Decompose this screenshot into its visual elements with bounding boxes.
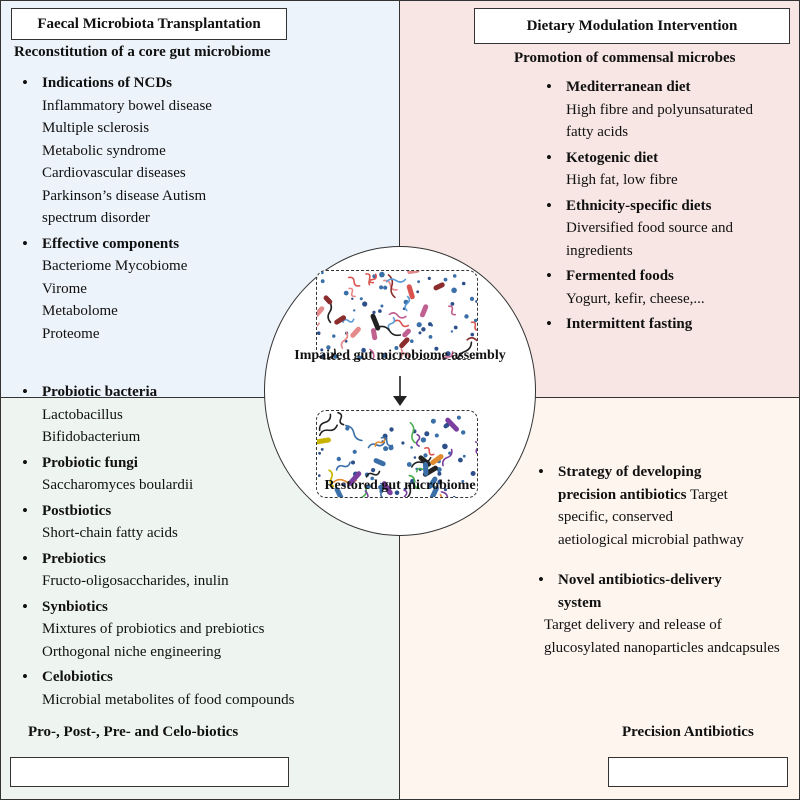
item-label: system [558, 594, 602, 611]
item-text: glucosylated nanoparticles andcapsules [544, 639, 780, 656]
restored-caption: Restored gut microbiome [324, 478, 476, 493]
dietary-heading: Promotion of commensal microbes [514, 50, 736, 66]
item-text: Target delivery and release of [544, 617, 722, 633]
item-label: Synbiotics [42, 598, 108, 615]
biotics-footer: Pro-, Post-, Pre- and Celo-biotics [28, 724, 239, 740]
item-text: specific, conserved [558, 509, 673, 525]
impaired-microbiome-image [316, 270, 478, 360]
list-item: Strategy of developing precision antibio… [532, 461, 800, 551]
list-item: Probiotic bacteriaLactobacillusBifidobac… [16, 381, 336, 449]
item-label: Fermented foods [566, 268, 674, 284]
item-text: Cardiovascular diseases [42, 165, 186, 181]
item-label: Effective components [42, 235, 180, 252]
item-label: Postbiotics [42, 502, 112, 519]
item-text: Multiple sclerosis [42, 120, 150, 136]
item-text: Metabolome [42, 303, 118, 319]
item-text: Parkinson’s disease Autism [42, 187, 207, 204]
item-text: High fibre and polyunsaturated [566, 101, 754, 118]
item-text: Inflammatory bowel disease [42, 97, 212, 114]
fmt-heading: Reconstitution of a core gut microbiome [14, 44, 271, 60]
item-label: Mediterranean diet [566, 79, 691, 95]
arrow-down-icon [393, 376, 407, 406]
item-text: Bacteriome Mycobiome [42, 258, 188, 274]
item-text: fatty acids [566, 124, 629, 140]
item-text: Lactobacillus [42, 406, 123, 423]
item-label: Probiotic fungi [42, 454, 138, 471]
list-item: Novel antibiotics-delivery system Target… [532, 569, 800, 659]
item-text: Proteome [42, 325, 100, 342]
item-text: High fat, low fibre [566, 172, 678, 188]
item-text: Microbial metabolites of food compounds [42, 691, 295, 708]
fmt-title: Faecal Microbiota Transplantation [11, 8, 287, 40]
item-text: Diversified food source and [566, 220, 734, 236]
item-text: Orthogonal niche engineering [42, 643, 222, 660]
item-label: Prebiotics [42, 550, 106, 567]
item-label: Celobiotics [42, 669, 113, 685]
item-label: Novel antibiotics-delivery [558, 572, 722, 588]
impaired-microbiome-illustration [317, 271, 477, 359]
biotics-list: Probiotic bacteriaLactobacillusBifidobac… [16, 381, 336, 714]
item-text: Mixtures of probiotics and prebiotics [42, 621, 265, 637]
item-text: Yogurt, kefir, cheese,... [566, 290, 705, 307]
item-label: Intermittent fasting [566, 316, 693, 332]
item-text: Fructo-oligosaccharides, inulin [42, 573, 229, 589]
item-text: ingredients [566, 242, 633, 259]
antibiotics-footer: Precision Antibiotics [622, 724, 754, 740]
impaired-caption: Impaired gut microbiome assembly [294, 348, 506, 363]
item-text: Virome [42, 280, 87, 297]
item-text: Metabolic syndrome [42, 142, 166, 159]
item-label: Strategy of developing [558, 464, 702, 480]
item-label: Probiotic bacteria [42, 384, 158, 400]
list-item: Intermittent fasting [540, 313, 795, 336]
item-text: Target [686, 486, 728, 503]
item-label: Indications of NCDs [42, 75, 173, 91]
biotics-empty-box [10, 757, 289, 787]
item-text: spectrum disorder [42, 210, 150, 226]
item-text: Bifidobacterium [42, 429, 141, 445]
item-text: Saccharomyces boulardii [42, 477, 194, 493]
antibiotics-list: Strategy of developing precision antibio… [532, 461, 800, 662]
item-text: aetiological microbial pathway [558, 531, 744, 548]
dietary-title: Dietary Modulation Intervention [474, 8, 790, 44]
item-text: Short-chain fatty acids [42, 525, 178, 541]
item-label: Ketogenic diet [566, 149, 659, 166]
antibiotics-empty-box [608, 757, 788, 787]
restored-microbiome-image [316, 410, 478, 498]
item-label: precision antibiotics [558, 486, 687, 503]
item-label: Ethnicity-specific diets [566, 197, 712, 214]
restored-microbiome-illustration [317, 411, 477, 497]
